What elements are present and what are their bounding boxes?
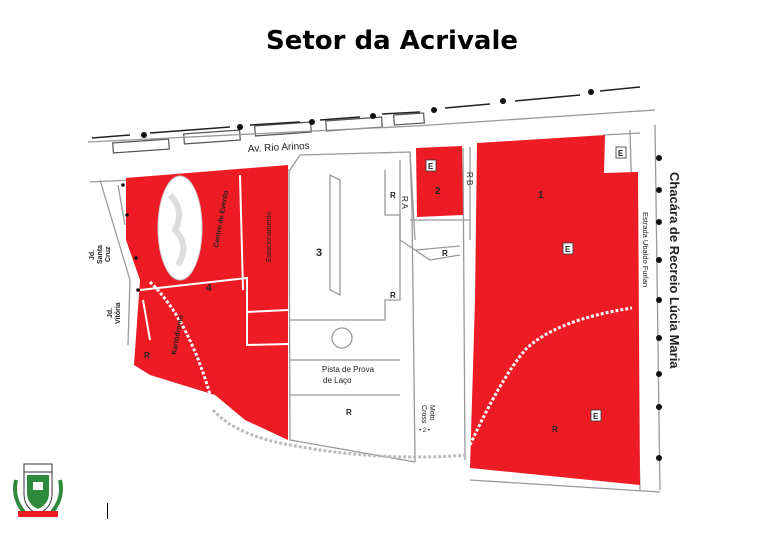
vitoria-label: Jd. Vitória bbox=[107, 302, 122, 324]
av-rio-arinos-label: Av. Rio Arinos bbox=[248, 141, 310, 155]
santa-cruz-label: Jd. Santa Cruz bbox=[89, 245, 112, 264]
area-1-region bbox=[470, 135, 640, 485]
svg-text:R: R bbox=[390, 191, 396, 200]
area-2-number: 2 bbox=[435, 186, 441, 197]
red-areas bbox=[126, 135, 640, 485]
estacionamento-label: Estacionamento bbox=[266, 212, 273, 262]
svg-text:Vitória: Vitória bbox=[115, 302, 122, 324]
svg-text:Jd.: Jd. bbox=[89, 250, 96, 260]
avenue-median-line bbox=[91, 86, 641, 139]
lower-boundary-path bbox=[211, 409, 469, 459]
area-4-region bbox=[126, 165, 288, 440]
oval-texture bbox=[167, 192, 187, 267]
municipal-crest-icon bbox=[13, 463, 63, 517]
right-dots bbox=[656, 155, 662, 461]
pista-label-2: de Laço bbox=[323, 376, 352, 385]
svg-text:R: R bbox=[144, 351, 150, 360]
area-4-path bbox=[148, 280, 215, 406]
estrada-label: Estrada Ubaldo Furlan bbox=[641, 212, 650, 287]
svg-text:R: R bbox=[442, 249, 448, 258]
moto-label-1: Moto bbox=[428, 405, 435, 421]
av-rio-arinos-road bbox=[112, 112, 425, 154]
chacara-label: Chacára de Recreio Lúcia Maria bbox=[667, 172, 682, 369]
moto-number: • 2 • bbox=[419, 428, 430, 434]
area-3-number: 3 bbox=[316, 247, 322, 259]
oval-track bbox=[157, 175, 203, 281]
svg-text:Cruz: Cruz bbox=[105, 246, 112, 262]
svg-text:E: E bbox=[593, 412, 599, 421]
pista-label-1: Pista de Prova bbox=[322, 365, 375, 374]
rua-a-label: R A bbox=[400, 196, 409, 210]
area-1-number: 1 bbox=[538, 190, 544, 201]
svg-text:R: R bbox=[552, 425, 558, 434]
page-title: Setor da Acrivale bbox=[265, 26, 519, 56]
area-4-number: 4 bbox=[206, 283, 212, 294]
r-markers: R R R R R R bbox=[144, 191, 558, 434]
roundabout bbox=[331, 327, 353, 349]
left-dots bbox=[121, 183, 140, 292]
area-2-region bbox=[416, 146, 463, 217]
area-4-roads bbox=[139, 174, 289, 347]
svg-text:Santa: Santa bbox=[97, 245, 104, 264]
text-cursor bbox=[107, 503, 108, 519]
area-1-path bbox=[468, 306, 633, 446]
svg-text:R: R bbox=[390, 291, 396, 300]
e-markers: E E E E bbox=[425, 146, 627, 422]
svg-text:E: E bbox=[618, 149, 624, 158]
svg-text:R: R bbox=[346, 408, 352, 417]
svg-text:Jd.: Jd. bbox=[107, 308, 114, 318]
rua-b-label: R B bbox=[465, 172, 474, 185]
avenue-dots bbox=[141, 89, 594, 138]
svg-text:E: E bbox=[565, 245, 571, 254]
svg-text:E: E bbox=[428, 162, 434, 171]
moto-label-2: Cross bbox=[420, 405, 427, 424]
